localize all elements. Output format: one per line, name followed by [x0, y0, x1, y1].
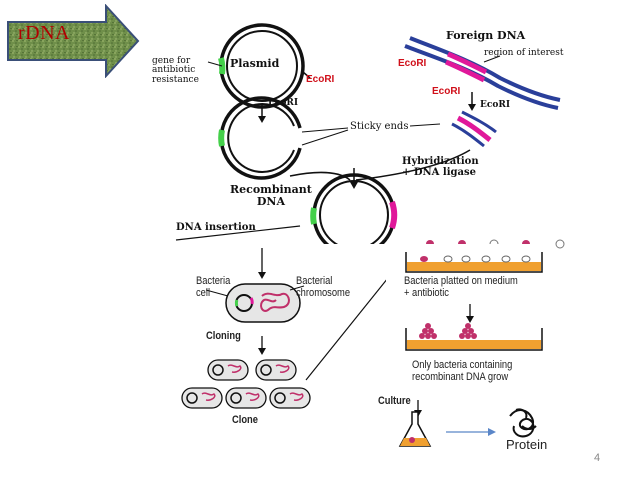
ecori-left-label: EcoRI [398, 58, 427, 69]
flask-icon [398, 411, 432, 447]
culture-label: Culture [378, 395, 411, 407]
ecori-step-label: EcoRI [268, 98, 299, 108]
protein-label: Protein [506, 437, 548, 452]
cloning-label: Cloning [206, 330, 241, 342]
ecori-mid-label: EcoRI [432, 86, 461, 97]
page-number: 4 [594, 452, 601, 464]
antibiotic-dish [405, 252, 543, 273]
cut-plasmid [218, 96, 302, 180]
ecori-plasmid-label: EcoRI [306, 74, 335, 85]
badge-arrow-icon [7, 4, 140, 78]
foreign-dna-label: Foreign DNA [446, 29, 526, 42]
recombinant-plasmid [310, 173, 398, 257]
grown-dish [405, 323, 543, 351]
bacteria-cell [225, 283, 301, 323]
clone-label: Clone [232, 414, 258, 426]
badge-title: rDNA [18, 22, 70, 44]
protein-squiggle-icon [509, 408, 537, 438]
region-of-interest-label: region of interest [484, 48, 564, 58]
ecori-right-label: EcoRI [480, 100, 511, 110]
dna-insertion-label: DNA insertion [176, 222, 256, 233]
plasmid-label: Plasmid [230, 57, 280, 70]
foreign-dna [404, 36, 561, 148]
hybridization-label: Hybridization+ DNA ligase [402, 156, 479, 178]
sticky-ends-label: Sticky ends [350, 121, 409, 132]
bacteria-platted-label: Bacteria platted on medium+ antibiotic [404, 275, 518, 299]
